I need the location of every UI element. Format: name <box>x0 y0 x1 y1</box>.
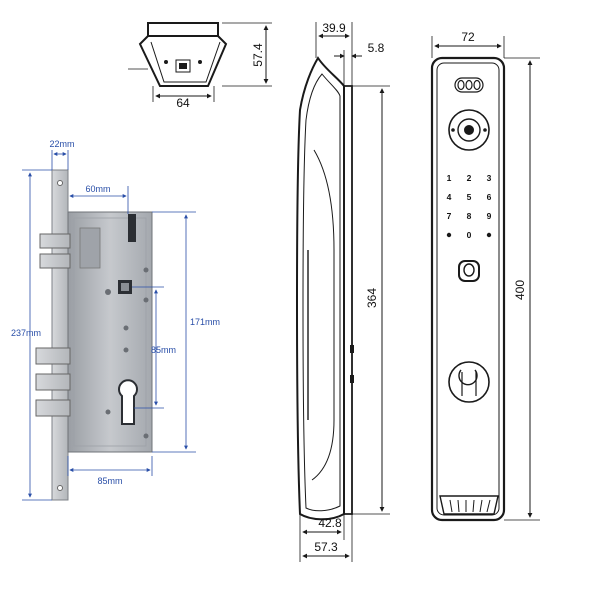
mortise-faceplate <box>51 169 69 501</box>
top-view-width-label: 64 <box>176 96 190 110</box>
key-star <box>446 232 452 238</box>
key-1: 1 <box>447 173 452 183</box>
mortise-dimensions: 22mm 60mm 237mm 171mm 85mm 85mm <box>11 139 220 501</box>
key-9: 9 <box>487 211 492 221</box>
side-view: 39.9 5.8 364 42.8 57.3 <box>296 21 390 562</box>
top-view: 57.4 64 <box>128 22 272 110</box>
mortise-height-label: 237mm <box>11 328 41 338</box>
deadbolt-3 <box>35 399 71 417</box>
top-view-cap <box>147 22 219 37</box>
front-view: 1 2 3 4 5 6 7 8 9 0 <box>430 30 540 522</box>
key-8: 8 <box>467 211 472 221</box>
anti-friction-bolt <box>39 253 71 269</box>
key-5: 5 <box>467 192 472 202</box>
front-height-label: 400 <box>513 280 527 300</box>
front-view-outline <box>430 56 506 522</box>
side-total-depth-label: 57.3 <box>314 540 338 554</box>
key-6: 6 <box>487 192 492 202</box>
front-width-label: 72 <box>461 30 475 44</box>
center-distance-label: 85mm <box>151 345 176 355</box>
body-height-label: 171mm <box>190 317 220 327</box>
key-2: 2 <box>467 173 472 183</box>
keypad: 1 2 3 4 5 6 7 8 9 0 <box>447 173 492 240</box>
backset-label: 60mm <box>85 184 110 194</box>
cylinder-hole <box>118 379 138 425</box>
handle-recess <box>448 361 490 403</box>
mortise-lock-body <box>35 169 153 501</box>
body-width-label: 85mm <box>97 476 122 486</box>
key-7: 7 <box>447 211 452 221</box>
key-0: 0 <box>467 230 472 240</box>
deadbolt-2 <box>35 373 71 391</box>
top-slot <box>128 214 136 242</box>
latch-bolt <box>39 233 71 249</box>
side-top-depth-label: 39.9 <box>322 21 346 35</box>
side-view-plate <box>343 85 353 515</box>
faceplate-width-label: 22mm <box>49 139 74 149</box>
deadbolt-1 <box>35 347 71 365</box>
key-cover <box>439 495 499 515</box>
top-view-height-label: 57.4 <box>251 43 265 67</box>
fingerprint-sensor <box>458 260 480 282</box>
side-plate-depth-label: 5.8 <box>368 41 385 55</box>
sensor-window <box>454 77 484 93</box>
key-hash <box>486 232 492 238</box>
key-3: 3 <box>487 173 492 183</box>
side-bottom-depth-label: 42.8 <box>318 516 342 530</box>
key-4: 4 <box>447 192 452 202</box>
camera-lens <box>448 109 490 151</box>
side-height-label: 364 <box>365 288 379 308</box>
